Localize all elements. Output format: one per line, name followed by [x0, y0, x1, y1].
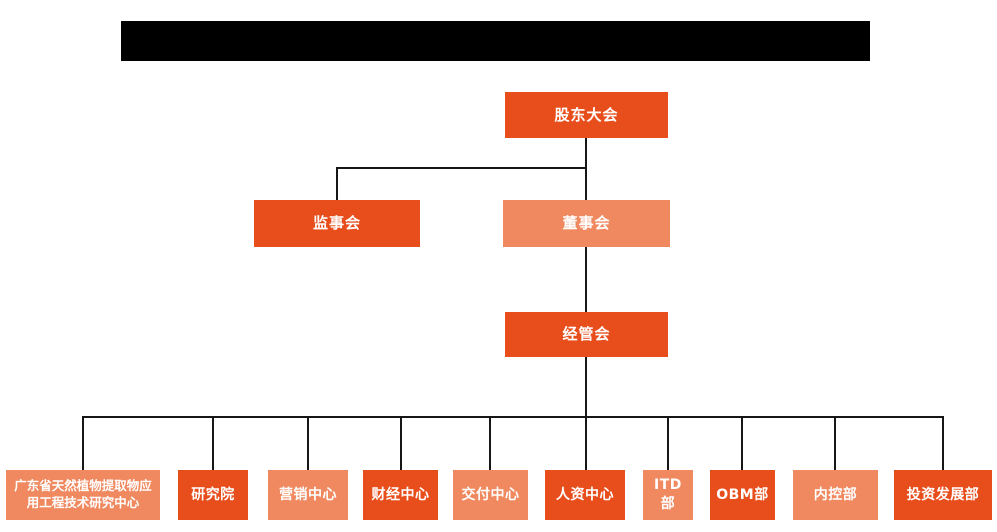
connector-dept-drop-9 — [834, 416, 836, 470]
org-node-dept-investment-development: 投资发展部 — [894, 470, 992, 520]
org-node-dept-research-institute: 研究院 — [178, 470, 248, 520]
org-node-dept-marketing-center: 营销中心 — [268, 470, 348, 520]
org-node-dept-obm: OBM部 — [710, 470, 775, 520]
connector-dept-drop-5 — [489, 416, 491, 470]
org-node-dept-delivery-center: 交付中心 — [453, 470, 528, 520]
org-node-dept-research-center: 广东省天然植物提取物应用工程技术研究中心 — [6, 470, 160, 520]
org-node-dept-internal-control: 内控部 — [793, 470, 878, 520]
connector-directors-drop — [585, 167, 587, 200]
connector-bottom-horizontal — [82, 416, 944, 418]
connector-dept-drop-8 — [741, 416, 743, 470]
connector-dept-drop-10 — [942, 416, 944, 470]
connector-top-horizontal — [336, 167, 587, 169]
org-node-board-of-directors: 董事会 — [503, 200, 670, 247]
connector-dept-drop-3 — [307, 416, 309, 470]
org-node-dept-itd: ITD部 — [643, 470, 693, 520]
org-node-dept-finance-center: 财经中心 — [363, 470, 438, 520]
connector-dept-drop-2 — [212, 416, 214, 470]
connector-dept-drop-7 — [667, 416, 669, 470]
connector-supervisors-drop — [336, 167, 338, 200]
redacted-title-bar — [121, 21, 870, 61]
org-node-supervisory-board: 监事会 — [254, 200, 420, 247]
connector-shareholders-down — [585, 138, 587, 169]
org-node-management-committee: 经管会 — [505, 312, 668, 357]
connector-management-down — [585, 357, 587, 417]
connector-dept-drop-6 — [585, 416, 587, 470]
connector-dept-drop-4 — [400, 416, 402, 470]
connector-dept-drop-1 — [82, 416, 84, 470]
org-node-shareholders-meeting: 股东大会 — [505, 92, 668, 138]
connector-directors-management — [585, 247, 587, 312]
org-node-dept-hr-center: 人资中心 — [545, 470, 625, 520]
